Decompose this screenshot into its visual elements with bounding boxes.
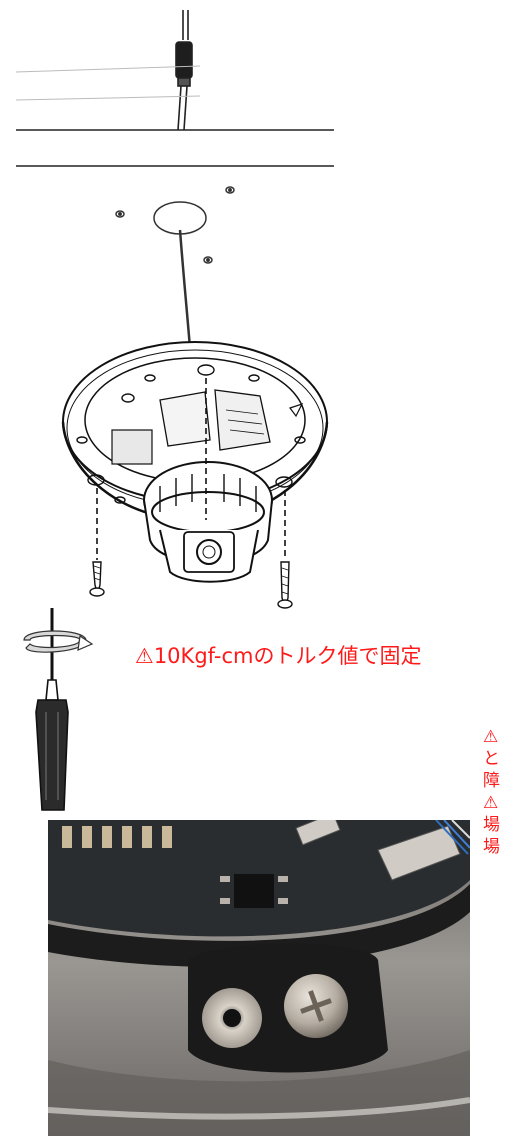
side-note-4: ⚠ (483, 793, 499, 813)
torque-caption: ⚠10Kgf-cmのトルク値で固定 (135, 644, 422, 668)
side-note-3: 障 (483, 771, 500, 791)
interior-photo (48, 820, 470, 1136)
side-note-1: ⚠ (483, 727, 499, 747)
cable (175, 10, 193, 131)
connector (295, 820, 461, 881)
rotation-arrow-icon (23, 630, 94, 653)
pcb-pins (62, 826, 172, 848)
screw-icon (89, 561, 293, 609)
mounting-holes (115, 186, 235, 349)
screwdriver-icon (35, 608, 69, 811)
ceiling-board (15, 65, 334, 167)
gasket (48, 884, 470, 968)
side-note-2: と (483, 749, 500, 769)
side-note-5: 場 (483, 815, 500, 835)
chip (234, 874, 274, 908)
phillips-screw (284, 974, 348, 1038)
installation-diagram (15, 10, 334, 811)
dome-camera (61, 341, 329, 583)
side-note-6: 場 (483, 837, 500, 857)
